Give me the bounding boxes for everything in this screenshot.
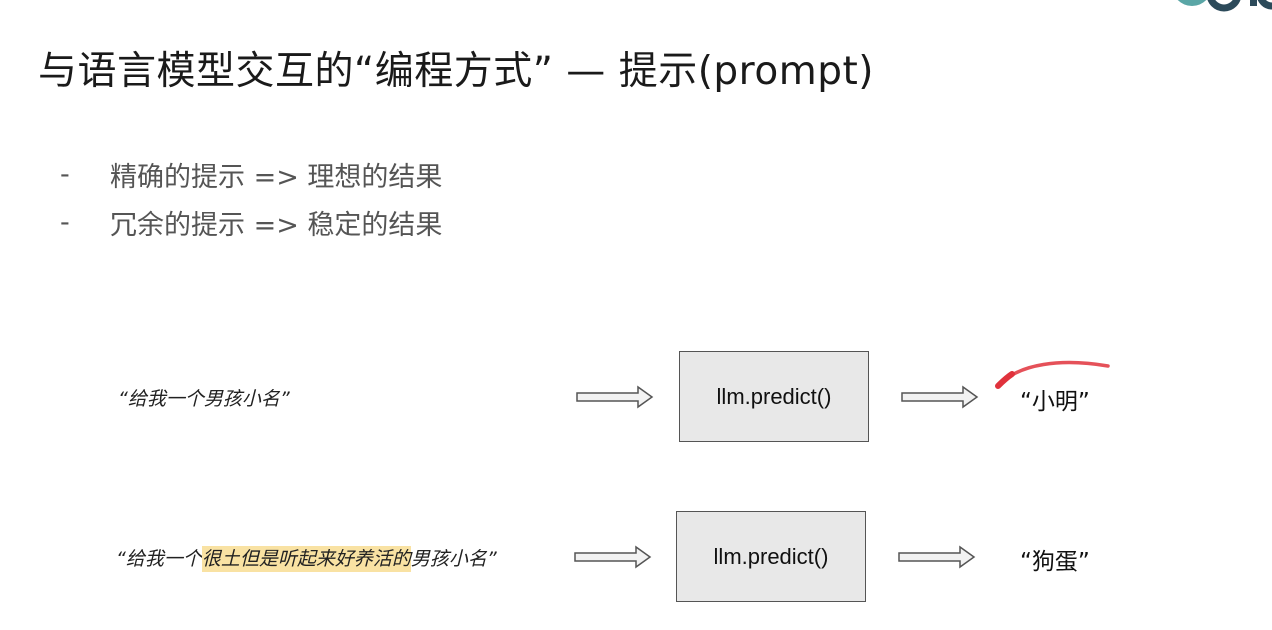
prompt-highlight: 很土但是听起来好养活的 <box>201 546 411 572</box>
example-1-prompt: “给我一个男孩小名” <box>118 388 290 410</box>
llm-predict-box-2: llm.predict() <box>676 511 866 602</box>
bullet-list: - 精确的提示 => 理想的结果 - 冗余的提示 => 稳定的结果 <box>60 150 442 246</box>
page-title: 与语言模型交互的“编程方式” — 提示(prompt) <box>38 49 874 94</box>
llm-predict-box-1: llm.predict() <box>679 351 869 442</box>
bullet-text: 精确的提示 => 理想的结果 <box>110 161 443 193</box>
example-2-prompt: “给我一个很土但是听起来好养活的男孩小名” <box>116 544 497 572</box>
example-2-result: “狗蛋” <box>1020 549 1090 575</box>
example-1-result: “小明” <box>1020 389 1090 415</box>
prompt-suffix: 男孩小名” <box>410 548 497 570</box>
bullet-text: 冗余的提示 => 稳定的结果 <box>110 209 443 241</box>
right-arrow-icon <box>901 385 979 409</box>
bullet-marker: - <box>60 206 70 238</box>
prompt-prefix: “给我一个 <box>116 548 202 570</box>
right-arrow-icon <box>576 385 654 409</box>
bullet-marker: - <box>60 158 70 190</box>
bullet-item: - 精确的提示 => 理想的结果 <box>60 150 442 198</box>
right-arrow-icon <box>898 545 976 569</box>
bullet-item: - 冗余的提示 => 稳定的结果 <box>60 198 442 246</box>
pen-annotation-icon <box>995 360 1110 389</box>
right-arrow-icon <box>574 545 652 569</box>
brand-logo-icon <box>1177 0 1272 12</box>
